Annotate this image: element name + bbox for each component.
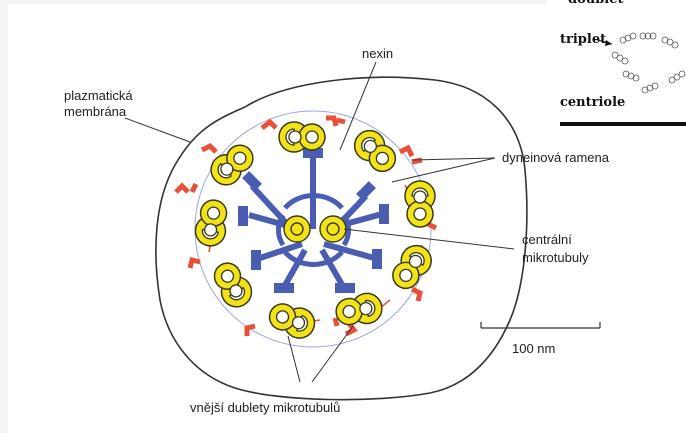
label-dynein-arms: dyneinová ramena xyxy=(502,150,610,165)
label-central-line1: centrální xyxy=(522,232,572,247)
label-central-line2: mikrotubuly xyxy=(522,250,589,265)
outer-doublet xyxy=(279,122,325,152)
scale-bar-label: 100 nm xyxy=(512,341,555,356)
inset-label-doublet: doublet xyxy=(568,0,624,7)
label-nexin: nexin xyxy=(362,46,393,61)
label-outer-doublets: vnější dublety mikrotubulů xyxy=(190,400,340,415)
inset-label-centriole: centriole xyxy=(560,95,625,110)
label-plasma-membrane-line2: membrána xyxy=(64,104,127,119)
outer-doublet xyxy=(405,181,435,227)
label-plasma-membrane-line1: plazmatická xyxy=(64,88,133,103)
inset-panel: doublet triplet centriole xyxy=(547,0,686,128)
inset-label-triplet: triplet xyxy=(560,32,606,47)
